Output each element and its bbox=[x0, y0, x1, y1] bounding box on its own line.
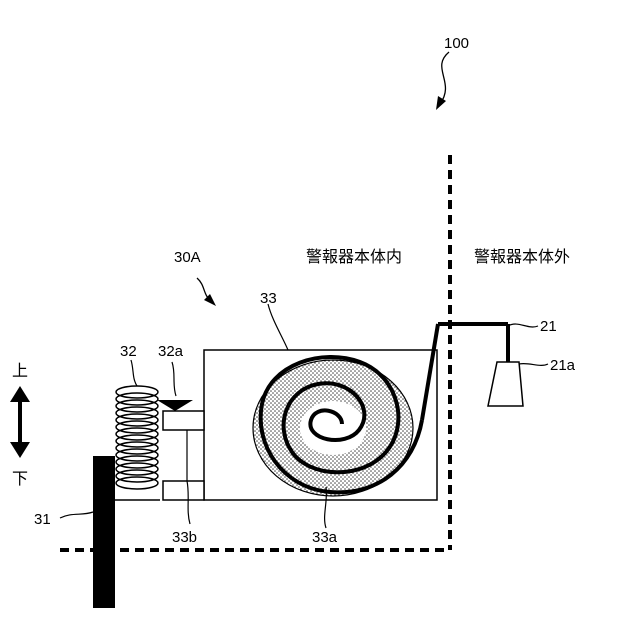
spring-leader-line bbox=[131, 360, 137, 386]
label-stopper: 32a bbox=[158, 343, 184, 360]
mechanism-leader-arrowhead bbox=[204, 294, 216, 306]
spring-stopper bbox=[157, 400, 193, 411]
label-outside: 警報器本体外 bbox=[474, 247, 570, 266]
label-mechanism: 30A bbox=[174, 249, 201, 266]
device-leader-arrow bbox=[440, 52, 449, 104]
label-wire: 21 bbox=[540, 318, 557, 335]
label-reel: 33 bbox=[260, 290, 277, 307]
spring bbox=[116, 386, 158, 489]
label-spring: 32 bbox=[120, 343, 137, 360]
post-leader-line bbox=[60, 512, 93, 518]
label-up: 上 bbox=[12, 361, 28, 380]
slider-lower bbox=[163, 481, 204, 500]
down-arrowhead bbox=[10, 442, 30, 458]
weight bbox=[488, 362, 523, 406]
wire-leader-line bbox=[508, 324, 538, 327]
label-device: 100 bbox=[444, 35, 469, 52]
label-down: 下 bbox=[12, 469, 28, 488]
label-slider: 33b bbox=[172, 529, 197, 546]
label-weight: 21a bbox=[550, 357, 576, 374]
reel-leader-line bbox=[268, 304, 288, 350]
up-arrowhead bbox=[10, 386, 30, 402]
weight-leader-line bbox=[519, 364, 548, 366]
label-coil: 33a bbox=[312, 529, 338, 546]
label-inside: 警報器本体内 bbox=[306, 247, 402, 266]
stopper-leader-line bbox=[172, 362, 176, 396]
label-post: 31 bbox=[34, 511, 51, 528]
slider-upper bbox=[163, 411, 204, 430]
post bbox=[93, 456, 115, 608]
device-leader-arrowhead bbox=[436, 96, 446, 110]
